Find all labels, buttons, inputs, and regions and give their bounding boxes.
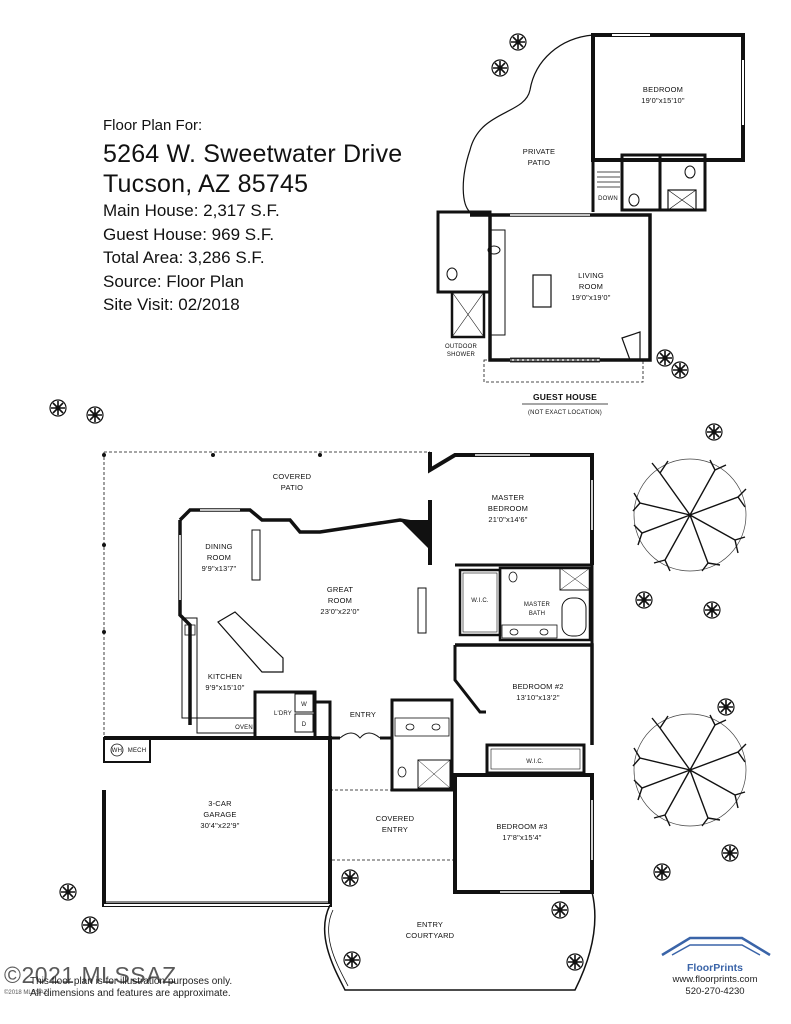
covered-entry-label-2: ENTRY [382,825,408,834]
main-house: COVERED PATIO MASTER BEDROOM 21'0"x14'6"… [102,451,596,991]
disclaimer: This floor plan is for illustration purp… [30,976,232,1000]
bedroom-2-label: BEDROOM #2 [512,682,563,691]
shrub-icon [81,916,99,934]
address-line-2: Tucson, AZ 85745 [103,170,309,198]
living-room-dim: 19'0"x19'0" [571,293,610,302]
shrub-icon [717,698,735,716]
outdoor-shower-label-2: SHOWER [447,352,476,358]
washer-label: W [301,702,307,708]
tree-icon [632,458,747,572]
entry-label: ENTRY [350,710,376,719]
garage-label-1: 3-CAR [208,799,232,808]
bedroom-3-dim: 17'8"x15'4" [502,833,541,842]
shrub-icon [86,406,104,424]
master-bath-label-1: MASTER [524,602,551,608]
mls-watermark-small: ©2018 MLSSAZ [4,990,48,996]
shrub-icon [491,59,509,77]
dryer-label: D [302,722,307,728]
wic-2-label: W.I.C. [526,759,544,765]
mls-watermark: ©2021 MLSSAZ [4,962,177,988]
shrub-icon [49,399,67,417]
covered-patio-label-1: COVERED [273,472,312,481]
shrub-icon [551,901,569,919]
laundry-label: L'DRY [274,711,292,717]
covered-entry-label-1: COVERED [376,814,415,823]
great-room-label-1: GREAT [327,585,353,594]
stairs-down-label: DOWN [598,196,618,202]
house-roof-logo-icon [661,936,771,957]
covered-patio-label-2: PATIO [281,483,303,492]
shrub-icon [343,951,361,969]
garage-label-2: GARAGE [203,810,236,819]
outdoor-shower-label-1: OUTDOOR [445,344,478,350]
source: Source: Floor Plan [103,271,244,291]
disclaimer-line-2: All dimensions and features are approxim… [30,988,231,999]
shrub-icon [721,844,739,862]
floor-plan-label: Floor Plan For: [103,117,203,134]
brand-url[interactable]: www.floorprints.com [672,974,758,985]
private-patio-label-1: PRIVATE [523,147,555,156]
master-bedroom-label-1: MASTER [492,493,525,502]
guest-bedroom-label: BEDROOM [643,85,683,94]
master-bath-label-2: BATH [529,611,545,617]
bedroom-2-dim: 13'10"x13'2" [516,693,560,702]
master-bedroom-dim: 21'0"x14'6" [488,515,527,524]
shrub-icon [509,33,527,51]
guest-house-area: Guest House: 969 S.F. [103,224,275,244]
tree-icon [632,713,747,827]
outdoor-shower-walls [450,290,486,339]
shrub-icon [656,349,674,367]
site-visit: Site Visit: 02/2018 [103,295,240,314]
dining-room-label-1: DINING [205,542,232,551]
master-bedroom-label-2: BEDROOM [488,504,528,513]
great-room-dim: 23'0"x22'0" [320,607,359,616]
disclaimer-line-1: This floor plan is for illustration purp… [30,976,233,987]
guest-house-title: GUEST HOUSE [533,392,597,402]
oven-label: OVEN [235,725,253,731]
brand-name: FloorPrints [686,962,743,974]
courtyard-label-2: COURTYARD [406,931,455,940]
dining-room-dim: 9'9"x13'7" [202,564,237,573]
shrub-icon [703,601,721,619]
master-wic-label: W.I.C. [471,598,489,604]
main-house-area: Main House: 2,317 S.F. [103,201,280,220]
shrub-icon [653,863,671,881]
guest-house-subtitle: (NOT EXACT LOCATION) [528,410,602,416]
brand-block: FloorPrints www.floorprints.com 520-270-… [655,930,775,998]
private-patio-label-2: PATIO [528,158,550,167]
total-area: Total Area: 3,286 S.F. [103,248,265,267]
water-heater-label: WH [112,748,122,754]
courtyard-label-1: ENTRY [417,920,443,929]
courtyard-wall [323,891,596,991]
shrub-icon [671,361,689,379]
garage-dim: 30'4"x22'9" [200,821,239,830]
living-room-label-2: ROOM [579,282,603,291]
great-room-label-2: ROOM [328,596,352,605]
shrub-icon [635,591,653,609]
guest-house: BEDROOM 19'0"x15'10" PRIVATE PATIO DOWN … [436,33,745,416]
kitchen-dim: 9'9"x15'10" [205,683,244,692]
shrub-icon [341,869,359,887]
bedroom-3-label: BEDROOM #3 [496,822,547,831]
dining-room-label-2: ROOM [207,553,231,562]
property-info: Floor Plan For: 5264 W. Sweetwater Drive… [103,118,402,317]
address-line-1: 5264 W. Sweetwater Drive [103,140,403,168]
patio-outline [462,34,594,213]
living-room-label-1: LIVING [578,271,604,280]
shrub-icon [705,423,723,441]
guest-bedroom-dim: 19'0"x15'10" [641,96,685,105]
brand-phone: 520-270-4230 [685,986,745,997]
shrub-icon [59,883,77,901]
kitchen-label: KITCHEN [208,672,242,681]
shrub-icon [566,953,584,971]
mech-label: MECH [128,748,146,754]
